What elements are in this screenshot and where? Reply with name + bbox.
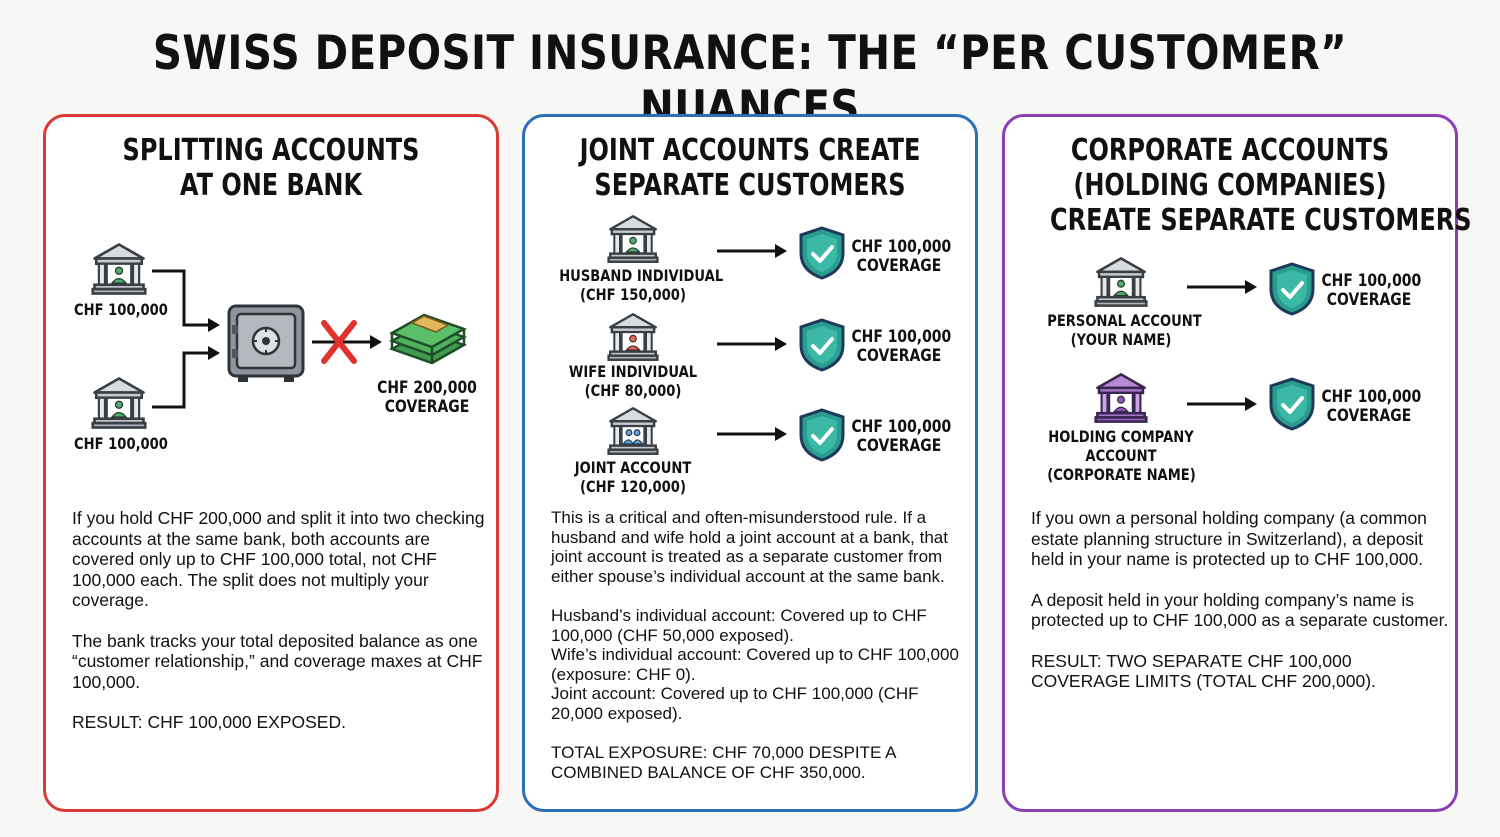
account-label-husband: HUSBAND INDIVIDUAL (CHF 150,000)	[559, 266, 724, 304]
bank-person-icon	[605, 213, 661, 265]
bank-person-icon	[88, 241, 150, 297]
account-label-1: CHF 100,000	[74, 300, 168, 319]
merge-arrows-icon	[152, 269, 220, 409]
account-label-holding: HOLDING COMPANY ACCOUNT (CORPORATE NAME)	[1047, 427, 1196, 484]
panel-splitting-accounts: SPLITTING ACCOUNTS AT ONE BANK CHF 100,0…	[43, 114, 499, 812]
cash-stack-icon	[388, 313, 468, 365]
coverage-husband: CHF 100,000 COVERAGE	[851, 237, 952, 276]
panel-corporate-accounts: CORPORATE ACCOUNTS (HOLDING COMPANIES) C…	[1002, 114, 1472, 812]
coverage-joint: CHF 100,000 COVERAGE	[851, 417, 952, 456]
panel-description: If you hold CHF 200,000 and split it int…	[72, 508, 485, 732]
red-x-icon	[312, 320, 382, 364]
coverage-result: CHF 200,000 COVERAGE	[377, 378, 477, 417]
bank-person-icon	[1091, 255, 1151, 309]
safe-vault-icon	[227, 304, 305, 382]
shield-check-icon	[799, 226, 845, 280]
bank-person-icon	[605, 311, 661, 363]
coverage-wife: CHF 100,000 COVERAGE	[851, 327, 952, 366]
bank-person-icon	[88, 375, 150, 431]
shield-check-icon	[799, 318, 845, 372]
arrow-right-icon	[717, 427, 787, 441]
arrow-right-icon	[717, 337, 787, 351]
bank-couple-icon	[605, 405, 661, 457]
account-label-2: CHF 100,000	[74, 434, 168, 453]
arrow-right-icon	[1187, 397, 1257, 411]
coverage-holding: CHF 100,000 COVERAGE	[1321, 387, 1422, 426]
page-title: SWISS DEPOSIT INSURANCE: THE “PER CUSTOM…	[152, 26, 1348, 136]
arrow-right-icon	[717, 244, 787, 258]
account-label-joint: JOINT ACCOUNT (CHF 120,000)	[574, 458, 692, 496]
panel-description: If you own a personal holding company (a…	[1031, 508, 1449, 691]
account-label-wife: WIFE INDIVIDUAL (CHF 80,000)	[568, 362, 698, 400]
shield-check-icon	[1269, 377, 1315, 431]
account-label-personal: PERSONAL ACCOUNT (YOUR NAME)	[1047, 311, 1202, 349]
arrow-right-icon	[1187, 280, 1257, 294]
bank-purple-icon	[1094, 373, 1148, 423]
panel-title: SPLITTING ACCOUNTS AT ONE BANK	[122, 133, 420, 203]
panel-title: CORPORATE ACCOUNTS (HOLDING COMPANIES) C…	[1050, 133, 1472, 238]
panel-description: This is a critical and often-misundersto…	[551, 508, 959, 782]
shield-check-icon	[799, 408, 845, 462]
panel-title: JOINT ACCOUNTS CREATE SEPARATE CUSTOMERS	[579, 133, 921, 203]
shield-check-icon	[1269, 262, 1315, 316]
panel-joint-accounts: JOINT ACCOUNTS CREATE SEPARATE CUSTOMERS…	[522, 114, 978, 812]
coverage-personal: CHF 100,000 COVERAGE	[1321, 271, 1422, 310]
